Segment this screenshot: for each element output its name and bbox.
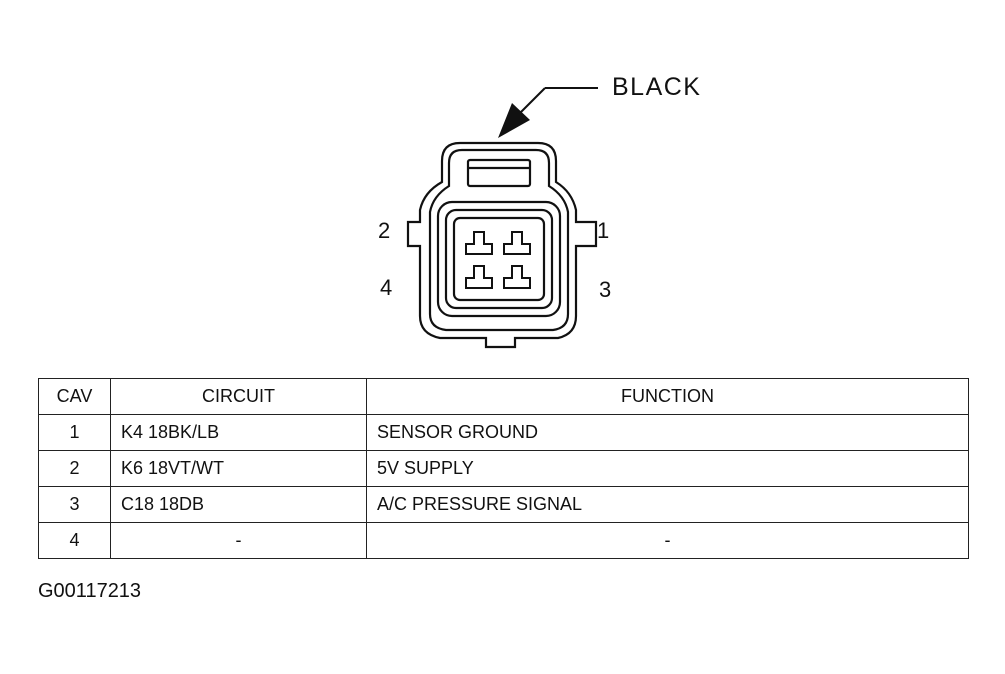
cav-cell: 2: [38, 450, 111, 487]
table-row: 4 - -: [38, 522, 969, 559]
cavity-2: [465, 231, 493, 255]
function-cell: A/C PRESSURE SIGNAL: [366, 486, 969, 523]
header-function: FUNCTION: [366, 378, 969, 415]
function-cell: 5V SUPPLY: [366, 450, 969, 487]
cav-cell: 3: [38, 486, 111, 523]
cavity-1: [503, 231, 531, 255]
circuit-cell: K4 18BK/LB: [110, 414, 367, 451]
circuit-cell: -: [110, 522, 367, 559]
cav-cell: 1: [38, 414, 111, 451]
table-header-row: CAV CIRCUIT FUNCTION: [38, 378, 969, 415]
color-leader: [498, 87, 598, 138]
table-row: 2 K6 18VT/WT 5V SUPPLY: [38, 450, 969, 487]
header-circuit: CIRCUIT: [110, 378, 367, 415]
table-row: 3 C18 18DB A/C PRESSURE SIGNAL: [38, 486, 969, 523]
connector-body: [406, 141, 598, 349]
table-row: 1 K4 18BK/LB SENSOR GROUND: [38, 414, 969, 451]
pinout-table: CAV CIRCUIT FUNCTION 1 K4 18BK/LB SENSOR…: [38, 378, 969, 559]
connector-color-label: BLACK: [612, 73, 702, 101]
function-cell: SENSOR GROUND: [366, 414, 969, 451]
cavity-3: [503, 265, 531, 289]
cavity-4: [465, 265, 493, 289]
figure-id: G00117213: [38, 580, 142, 602]
circuit-cell: K6 18VT/WT: [110, 450, 367, 487]
header-cav: CAV: [38, 378, 111, 415]
pin-label-4: 4: [380, 275, 393, 300]
pin-label-1: 1: [597, 218, 610, 243]
cav-cell: 4: [38, 522, 111, 559]
function-cell: -: [366, 522, 969, 559]
terminal-cavities: [465, 231, 531, 289]
circuit-cell: C18 18DB: [110, 486, 367, 523]
pin-label-3: 3: [599, 277, 612, 302]
pin-label-2: 2: [378, 218, 391, 243]
